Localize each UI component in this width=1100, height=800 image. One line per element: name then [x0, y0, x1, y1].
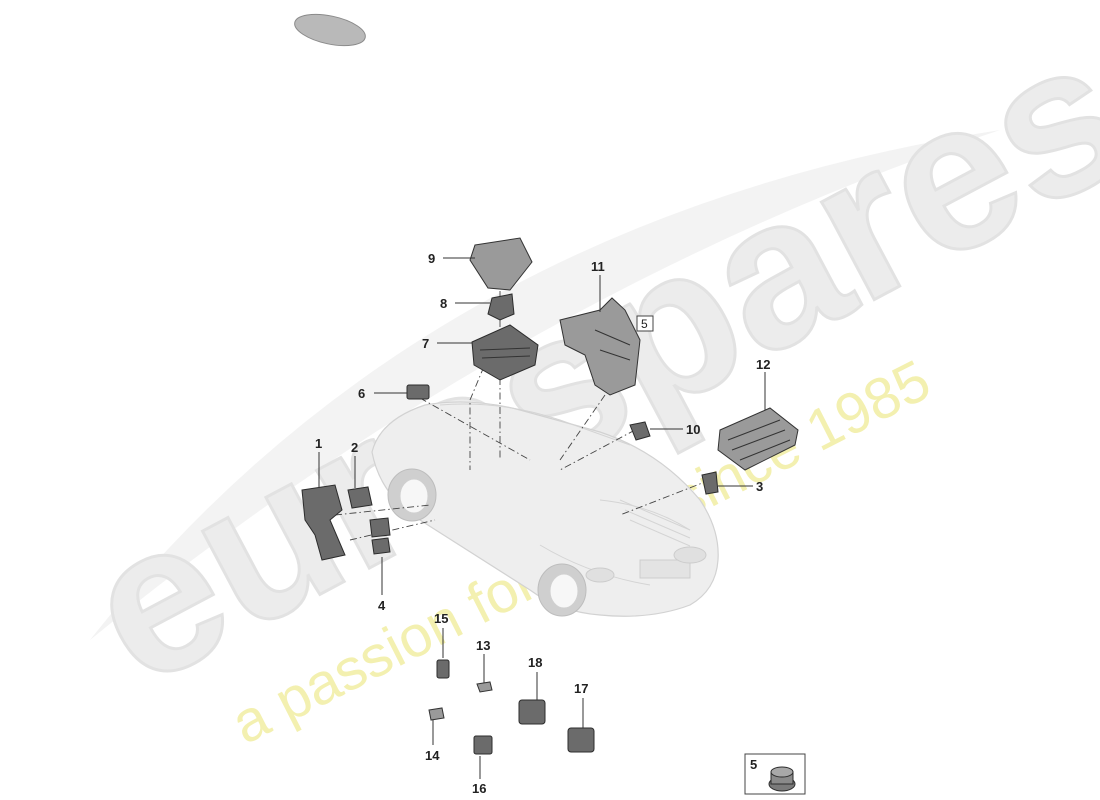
watermark-brand: eurospares — [51, 0, 1100, 730]
leader-lines — [318, 257, 766, 779]
callout-17: 17 — [574, 681, 588, 696]
part-8-connector — [487, 293, 515, 321]
part-2-relay-b — [369, 517, 391, 538]
callout-13: 13 — [476, 638, 490, 653]
callout-6: 6 — [358, 386, 365, 401]
part-2-relay — [347, 486, 373, 509]
callout-1: 1 — [315, 436, 322, 451]
part-1-fuse-block — [301, 484, 346, 561]
reference-label-5: 5 — [641, 317, 648, 331]
callout-2: 2 — [351, 440, 358, 455]
part-15-fuse — [436, 659, 450, 679]
part-5-grommet — [768, 766, 796, 792]
callout-10: 10 — [686, 422, 700, 437]
callout-16: 16 — [472, 781, 486, 796]
callout-5: 5 — [750, 757, 757, 772]
part-11-bracket — [559, 297, 641, 396]
callout-18: 18 — [528, 655, 542, 670]
callout-14: 14 — [425, 748, 440, 763]
callout-11: 11 — [591, 259, 605, 274]
part-18-relay — [518, 699, 546, 725]
callout-4: 4 — [378, 598, 386, 613]
callout-3: 3 — [756, 479, 763, 494]
car-illustration — [371, 401, 719, 617]
part-9-cover — [469, 237, 533, 291]
part-16-relay — [473, 735, 493, 755]
callout-12: 12 — [756, 357, 770, 372]
part-7-fuse-box — [471, 324, 539, 381]
part-4-relay — [371, 537, 391, 555]
top-left-part — [294, 13, 366, 47]
callout-7: 7 — [422, 336, 429, 351]
callout-8: 8 — [440, 296, 447, 311]
part-12-fuse-carrier — [717, 407, 799, 471]
part-14-clip — [428, 707, 445, 721]
assembly-lines — [334, 262, 711, 541]
callout-9: 9 — [428, 251, 435, 266]
part-3-holder — [701, 471, 719, 495]
callout-15: 15 — [434, 611, 448, 626]
part-6-relay — [406, 384, 430, 400]
reference-box-5 — [636, 315, 654, 332]
part-10-relay-holder — [629, 421, 651, 441]
part-17-relay — [567, 727, 595, 753]
part-13-clip — [476, 681, 493, 693]
